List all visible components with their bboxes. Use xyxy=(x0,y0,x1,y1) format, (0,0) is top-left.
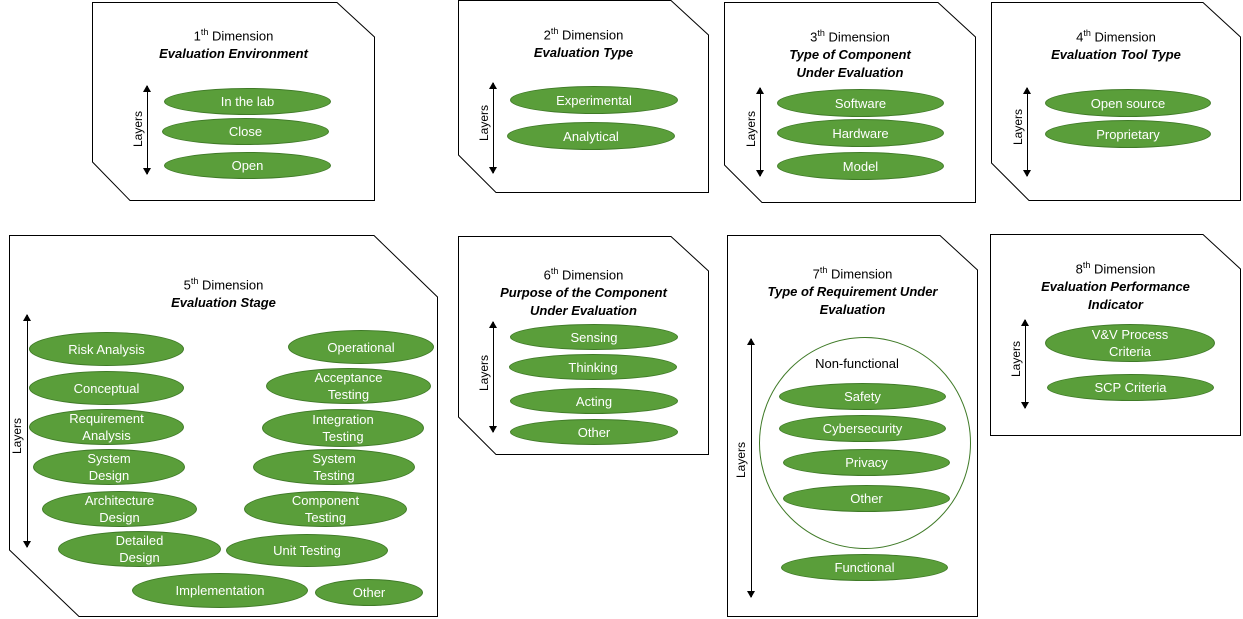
option-pill: Software xyxy=(777,89,944,117)
layers-label: Layers xyxy=(10,417,25,455)
dimension-subtitle: Purpose of the Component Under Evaluatio… xyxy=(500,285,667,319)
option-pill: Integration Testing xyxy=(262,409,424,447)
layers-label: Layers xyxy=(131,110,146,148)
option-pill: Sensing xyxy=(510,324,678,350)
option-pill: Component Testing xyxy=(244,491,407,527)
dimension-title: 6th Dimension Purpose of the Component U… xyxy=(458,262,709,320)
dimension-subtitle: Evaluation Type xyxy=(533,45,634,61)
option-pill: Experimental xyxy=(510,86,678,114)
layers-axis-arrow xyxy=(23,314,31,548)
layers-axis-arrow xyxy=(489,321,497,433)
option-pill: Hardware xyxy=(777,119,944,147)
layers-axis-arrow xyxy=(489,82,497,174)
dimension-card-6: 6th Dimension Purpose of the Component U… xyxy=(458,236,709,455)
dimension-subtitle: Evaluation Performance Indicator xyxy=(1041,279,1190,313)
option-pill: Detailed Design xyxy=(58,531,221,567)
dimension-subtitle: Type of Requirement Under Evaluation xyxy=(767,284,938,318)
option-pill: Operational xyxy=(288,330,434,364)
dimension-heading: 4th Dimension xyxy=(1076,28,1156,45)
dimension-heading: 6th Dimension xyxy=(543,266,624,283)
option-pill: Other xyxy=(510,419,678,445)
option-pill: Privacy xyxy=(783,449,950,476)
layers-label: Layers xyxy=(477,104,492,142)
dimension-title: 4th Dimension Evaluation Tool Type xyxy=(991,24,1241,64)
option-pill: Conceptual xyxy=(29,371,184,405)
option-pill: Requirement Analysis xyxy=(29,409,184,445)
option-pill: Acceptance Testing xyxy=(266,368,431,404)
option-pill: Safety xyxy=(779,383,946,410)
dimension-heading: 7th Dimension xyxy=(812,265,893,282)
layers-axis-arrow xyxy=(747,338,755,598)
dimension-title: 8th Dimension Evaluation Performance Ind… xyxy=(990,256,1241,314)
dimension-subtitle: Evaluation Environment xyxy=(159,46,308,62)
layers-label: Layers xyxy=(734,441,749,479)
option-pill: Cybersecurity xyxy=(779,415,946,442)
option-pill: System Design xyxy=(33,449,185,485)
dimension-title: 3th Dimension Type of Component Under Ev… xyxy=(724,24,976,82)
option-pill: Open source xyxy=(1045,89,1211,117)
option-pill: Implementation xyxy=(132,573,308,608)
layers-label: Layers xyxy=(744,110,759,148)
layers-axis-arrow xyxy=(1023,87,1031,177)
dimension-heading: 2th Dimension xyxy=(543,26,624,43)
dimension-card-2: 2th Dimension Evaluation Type Layers Exp… xyxy=(458,0,709,193)
dimension-subtitle: Evaluation Tool Type xyxy=(1051,47,1181,63)
layers-label: Layers xyxy=(477,354,492,392)
dimension-card-7: 7th Dimension Type of Requirement Under … xyxy=(727,235,978,617)
option-pill: V&V Process Criteria xyxy=(1045,324,1215,362)
non-functional-group-circle xyxy=(759,337,971,549)
option-pill: Analytical xyxy=(507,122,675,150)
dimension-card-8: 8th Dimension Evaluation Performance Ind… xyxy=(990,234,1241,436)
option-pill: Unit Testing xyxy=(226,534,388,567)
option-pill: Functional xyxy=(781,554,948,581)
dimension-subtitle: Type of Component Under Evaluation xyxy=(789,47,911,81)
dimension-card-3: 3th Dimension Type of Component Under Ev… xyxy=(724,2,976,203)
layers-label: Layers xyxy=(1009,340,1024,378)
dimension-title: 2th Dimension Evaluation Type xyxy=(458,22,709,62)
dimension-heading: 8th Dimension xyxy=(1075,260,1156,277)
option-pill: Other xyxy=(315,579,423,606)
layers-axis-arrow xyxy=(1021,319,1029,409)
layers-axis-arrow xyxy=(756,87,764,177)
dimension-card-4: 4th Dimension Evaluation Tool Type Layer… xyxy=(991,2,1241,201)
option-pill: Architecture Design xyxy=(42,491,197,527)
option-pill: Model xyxy=(777,152,944,180)
option-pill: Open xyxy=(164,152,331,179)
layers-label: Layers xyxy=(1011,108,1026,146)
dimension-card-1: 1th Dimension Evaluation Environment Lay… xyxy=(92,2,375,201)
dimension-title: 1th Dimension Evaluation Environment xyxy=(92,23,375,63)
option-pill: Risk Analysis xyxy=(29,332,184,366)
option-pill: System Testing xyxy=(253,449,415,485)
dimension-title: 7th Dimension Type of Requirement Under … xyxy=(727,261,978,319)
dimension-heading: 5th Dimension xyxy=(183,276,264,293)
layers-axis-arrow xyxy=(143,85,151,175)
dimension-subtitle: Evaluation Stage xyxy=(171,295,276,311)
dimension-card-5: 5th Dimension Evaluation Stage Layers Ri… xyxy=(9,235,438,617)
option-pill: SCP Criteria xyxy=(1047,374,1214,401)
dimension-title: 5th Dimension Evaluation Stage xyxy=(9,272,438,312)
option-pill: Thinking xyxy=(509,354,677,380)
option-pill: In the lab xyxy=(164,88,331,115)
non-functional-label: Non-functional xyxy=(815,356,899,371)
option-pill: Acting xyxy=(510,388,678,414)
option-pill: Close xyxy=(162,118,329,145)
dimension-heading: 1th Dimension xyxy=(193,27,274,44)
option-pill: Proprietary xyxy=(1045,120,1211,148)
option-pill: Other xyxy=(783,485,950,512)
dimension-heading: 3th Dimension xyxy=(810,28,890,45)
